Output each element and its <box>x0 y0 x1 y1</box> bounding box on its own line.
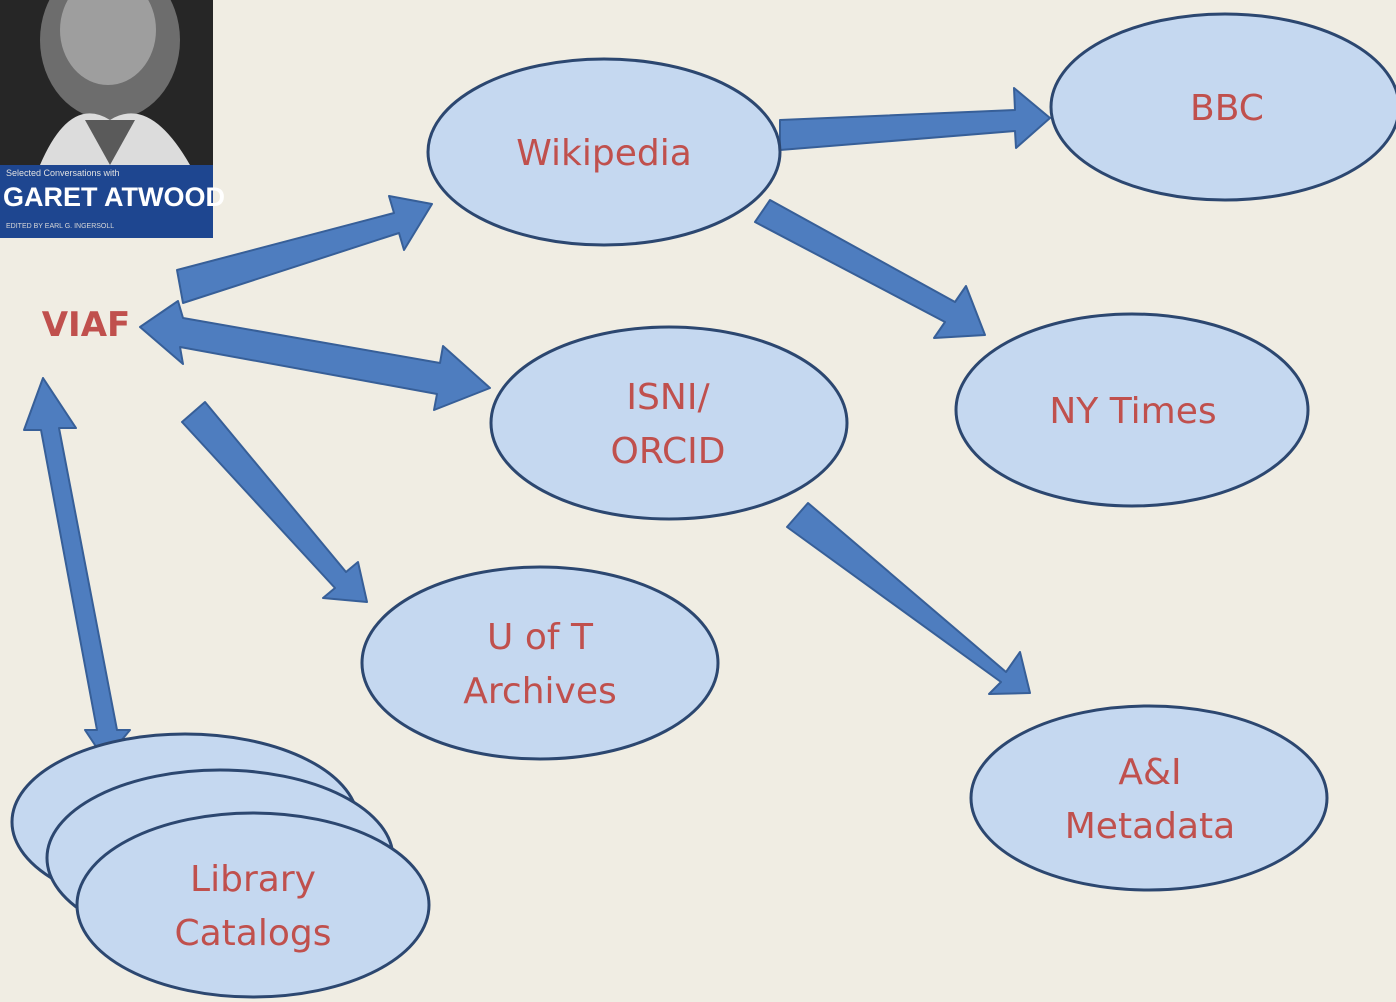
node-label-line: Catalogs <box>174 913 331 954</box>
arrow-viaf-to-uoft <box>181 401 368 603</box>
node-label-uoft: U of T Archives <box>463 617 616 712</box>
node-label-line: NY Times <box>1049 391 1216 432</box>
node-label-line: U of T <box>487 617 594 658</box>
arrows-layer <box>23 87 1051 761</box>
node-uoft-archives: U of T Archives <box>360 565 720 761</box>
node-label-line: ISNI/ <box>626 377 710 418</box>
viaf-hub-label: VIAF <box>42 305 131 345</box>
node-label-line: BBC <box>1190 88 1264 129</box>
cover-title: GARET ATWOOD <box>3 182 225 212</box>
node-label-isni: ISNI/ORCID <box>610 377 725 472</box>
arrow-viaf-to-wikipedia <box>176 195 433 304</box>
arrow-wikipedia-to-bbc <box>779 87 1051 151</box>
arrow-wikipedia-to-nytimes <box>754 199 986 339</box>
cover-editor: EDITED BY EARL G. INGERSOLL <box>6 223 114 230</box>
node-nytimes: NY Times <box>954 312 1310 508</box>
node-isni-orcid: ISNI/ORCID <box>489 325 849 521</box>
node-label-bbc: BBC <box>1190 88 1264 129</box>
node-label-nytimes: NY Times <box>1049 391 1216 432</box>
arrow-isni-to-ai <box>786 502 1031 695</box>
arrow-viaf-isni-double <box>139 300 491 411</box>
book-cover-image: Selected Conversations with GARET ATWOOD… <box>0 0 225 238</box>
node-label-line: ORCID <box>610 431 725 472</box>
node-label-ai: A&I Metadata <box>1065 752 1235 847</box>
node-ai-metadata: A&I Metadata <box>969 704 1329 892</box>
arrow-viaf-library-double <box>23 377 131 761</box>
node-wikipedia: Wikipedia <box>426 57 782 247</box>
node-label-line: Archives <box>463 671 616 712</box>
node-label-line: Metadata <box>1065 806 1235 847</box>
node-label-line: Wikipedia <box>516 133 692 174</box>
node-label-wikipedia: Wikipedia <box>516 133 692 174</box>
node-label-line: A&I <box>1118 752 1181 793</box>
node-label-line: Library <box>190 859 316 900</box>
node-bbc: BBC <box>1049 12 1396 202</box>
cover-caption: Selected Conversations with <box>6 168 120 178</box>
